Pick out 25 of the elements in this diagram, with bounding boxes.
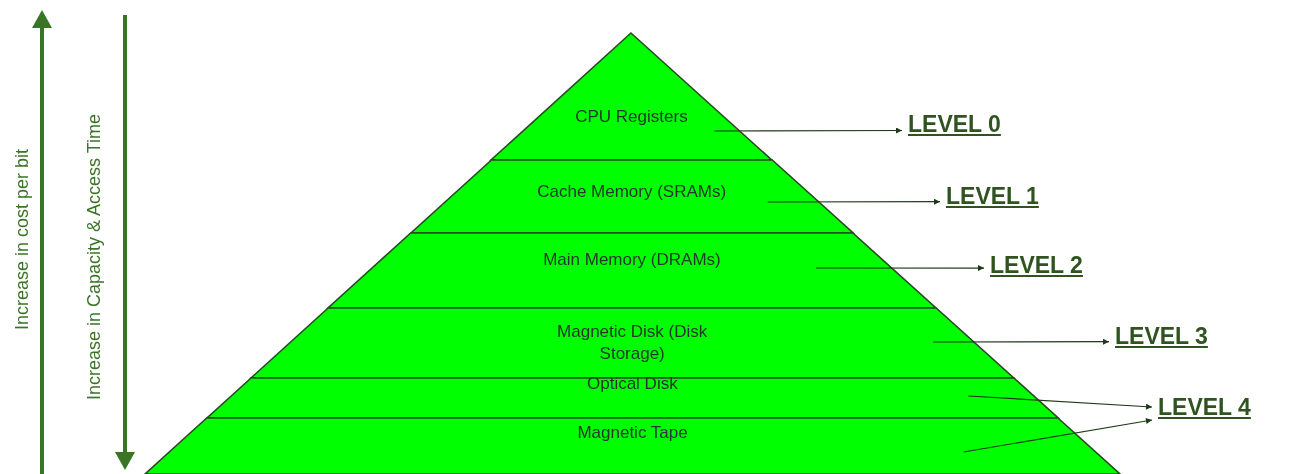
level-label: LEVEL 3	[1115, 323, 1208, 349]
axis-label: Increase in Capacity & Access Time	[84, 112, 105, 400]
tier-label: CPU Registers	[575, 106, 688, 128]
level-label: LEVEL 1	[946, 183, 1039, 209]
level-label: LEVEL 2	[990, 252, 1083, 278]
arrow	[962, 418, 1153, 453]
tier-label: Cache Memory (SRAMs)	[537, 181, 727, 203]
pyramid-tier	[250, 308, 1014, 378]
arrow	[713, 127, 903, 134]
pyramid-tier	[410, 160, 853, 233]
axis-label: Increase in cost per bit	[12, 147, 33, 330]
pyramid-tier	[327, 233, 936, 308]
arrow	[967, 395, 1153, 410]
pyramid-tier	[145, 418, 1121, 474]
arrow	[815, 265, 985, 272]
tier-label: Main Memory (DRAMs)	[543, 249, 721, 271]
tier-label: Magnetic Tape	[577, 422, 688, 444]
level-label: LEVEL 4	[1158, 394, 1251, 420]
arrow	[767, 198, 941, 205]
level-label: LEVEL 0	[908, 111, 1001, 137]
pyramid-tier	[206, 378, 1058, 418]
arrow	[932, 338, 1110, 345]
tier-label: Magnetic Disk (Disk Storage)	[556, 321, 709, 365]
tier-label: Optical Disk	[587, 373, 678, 395]
pyramid-tier-triangle	[491, 33, 772, 160]
